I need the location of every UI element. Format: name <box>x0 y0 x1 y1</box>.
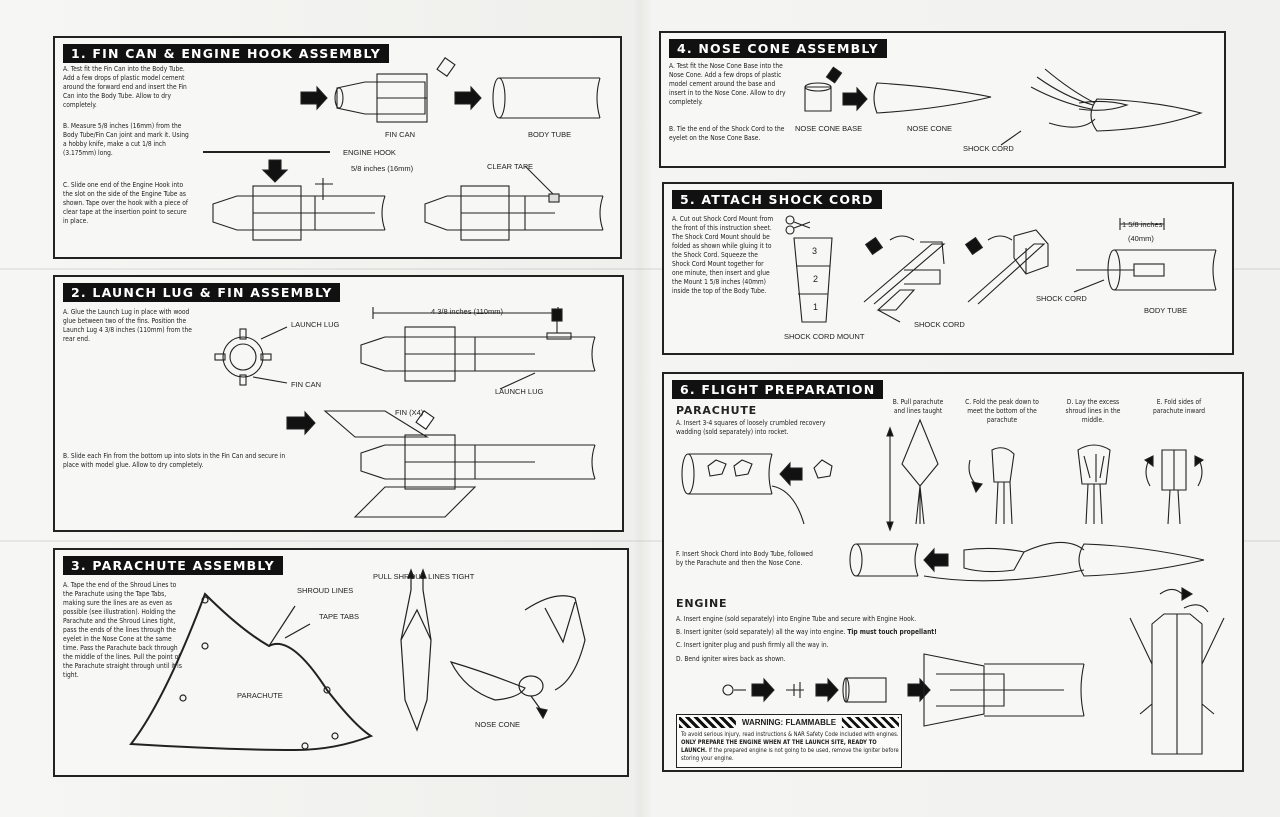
pull-tight-label: PULL SHROUD LINES TIGHT <box>373 572 475 581</box>
measure-mm-label: (40mm) <box>1128 234 1154 243</box>
body-tube-label: BODY TUBE <box>1144 306 1188 315</box>
fold-line <box>0 540 1280 542</box>
warning-header: WARNING: FLAMMABLE <box>679 717 899 728</box>
engine-step-b-text: B. Insert igniter (sold separately) all … <box>676 628 1006 637</box>
panel-launch-lug-fin: 2. LAUNCH LUG & FIN ASSEMBLY A. Glue the… <box>53 275 624 532</box>
shroud-lines-label: SHROUD LINES <box>297 586 354 595</box>
fin-can-label: FIN CAN <box>291 380 321 389</box>
step-b-text: B. Tie the end of the Shock Cord to the … <box>669 125 785 142</box>
shock-cord-illustrations <box>785 215 1217 323</box>
clear-tape-label: CLEAR TAPE <box>487 162 533 171</box>
fin-can-label: FIN CAN <box>385 130 415 139</box>
step-d-text: D. Lay the excess shroud lines in the mi… <box>1065 398 1121 424</box>
engine-step-a-text: A. Insert engine (sold separately) into … <box>676 615 917 623</box>
fold-line <box>0 268 1280 270</box>
warning-text: To avoid serious injury, read instructio… <box>681 731 899 763</box>
step-c-text: C. Fold the peak down to meet the bottom… <box>965 398 1039 424</box>
panel-nose-cone-assembly: 4. NOSE CONE ASSEMBLY A. Test fit the No… <box>659 31 1226 168</box>
panel-attach-shock-cord: 5. ATTACH SHOCK CORD A. Cut out Shock Co… <box>662 182 1234 355</box>
step-b-text: B. Slide each Fin from the bottom up int… <box>63 452 286 469</box>
nose-cone-illustrations <box>804 66 1203 146</box>
launch-lug-label-2: LAUNCH LUG <box>495 387 544 396</box>
warning-line-2: ONLY PREPARE THE ENGINE WHEN AT THE LAUN… <box>681 740 877 754</box>
warning-line-3: If the prepared engine is not going to b… <box>681 748 899 762</box>
step-a-text: A. Tape the end of the Shroud Lines to t… <box>63 581 182 679</box>
measure-in-label: 1 5/8 inches <box>1122 220 1163 229</box>
step-a-text: A. Test fit the Nose Cone Base into the … <box>669 62 786 106</box>
mount-num-1: 1 <box>813 302 819 312</box>
step-c-text: C. Slide one end of the Engine Hook into… <box>63 181 188 225</box>
step-a-text: A. Test fit the Fin Can into the Body Tu… <box>63 65 187 109</box>
tape-tabs-label: TAPE TABS <box>319 612 360 621</box>
step-f-text: F. Insert Shock Chord into Body Tube, fo… <box>676 550 813 567</box>
warning-title: WARNING: FLAMMABLE <box>735 717 843 728</box>
measure-label: 4 3/8 inches (110mm) <box>431 307 503 316</box>
mount-num-2: 2 <box>813 274 819 284</box>
engine-step-c-text: C. Insert igniter plug and push firmly a… <box>676 641 829 649</box>
engine-heading: ENGINE <box>676 597 728 610</box>
engine-step-d-text: D. Bend igniter wires back as shown. <box>676 655 786 663</box>
step-a-text: A. Glue the Launch Lug in place with woo… <box>63 308 192 343</box>
launch-lug-label: LAUNCH LUG <box>291 320 340 329</box>
body-tube-label: BODY TUBE <box>528 130 572 139</box>
step-e-text: E. Fold sides of parachute inward <box>1152 398 1206 415</box>
mount-num-3: 3 <box>812 246 818 256</box>
panel-title: 1. FIN CAN & ENGINE HOOK ASSEMBLY <box>63 44 390 63</box>
panel-title: 6. FLIGHT PREPARATION <box>672 380 884 399</box>
engine-hook-label: ENGINE HOOK <box>343 148 396 157</box>
panel-title: 5. ATTACH SHOCK CORD <box>672 190 882 209</box>
nose-cone-base-label: NOSE CONE BASE <box>795 124 863 133</box>
panel-title: 2. LAUNCH LUG & FIN ASSEMBLY <box>63 283 341 302</box>
parachute-heading: PARACHUTE <box>676 404 757 417</box>
panel-title: 3. PARACHUTE ASSEMBLY <box>63 556 283 575</box>
nose-cone-label: NOSE CONE <box>475 720 521 729</box>
flight-prep-illustrations <box>681 418 1225 755</box>
nose-cone-label: NOSE CONE <box>907 124 953 133</box>
step-a-text: A. Cut out Shock Cord Mount from the fro… <box>672 215 774 295</box>
launch-lug-illustrations <box>214 307 596 518</box>
panel-fin-can-engine-hook: 1. FIN CAN & ENGINE HOOK ASSEMBLY A. Tes… <box>53 36 622 259</box>
shock-cord-label: SHOCK CORD <box>963 144 1014 153</box>
warning-box: WARNING: FLAMMABLE To avoid serious inju… <box>676 714 902 768</box>
panel-title: 4. NOSE CONE ASSEMBLY <box>669 39 887 58</box>
mount-label: SHOCK CORD MOUNT <box>784 332 865 341</box>
shock-cord-label: SHOCK CORD <box>914 320 965 329</box>
fin-x4-label: FIN (X4) <box>395 408 424 417</box>
panel-parachute-assembly: 3. PARACHUTE ASSEMBLY A. Tape the end of… <box>53 548 629 777</box>
step-b-text: B. Pull parachute and lines taught <box>892 398 944 415</box>
parachute-illustrations <box>129 568 586 752</box>
parachute-label: PARACHUTE <box>237 691 283 700</box>
engine-step-b-tip: Tip must touch propellant! <box>847 628 937 636</box>
warning-line-1: To avoid serious injury, read instructio… <box>681 732 899 738</box>
step-a-text: A. Insert 3-4 squares of loosely crumble… <box>676 419 826 436</box>
panel-flight-preparation: 6. FLIGHT PREPARATION PARACHUTE A. Inser… <box>662 372 1244 772</box>
measure-label: 5/8 inches (16mm) <box>351 164 414 173</box>
fin-can-illustrations <box>203 57 604 241</box>
shock-cord-label-2: SHOCK CORD <box>1036 294 1087 303</box>
engine-step-b-main: B. Insert igniter (sold separately) all … <box>676 628 846 636</box>
step-b-text: B. Measure 5/8 inches (16mm) from the Bo… <box>63 122 189 157</box>
